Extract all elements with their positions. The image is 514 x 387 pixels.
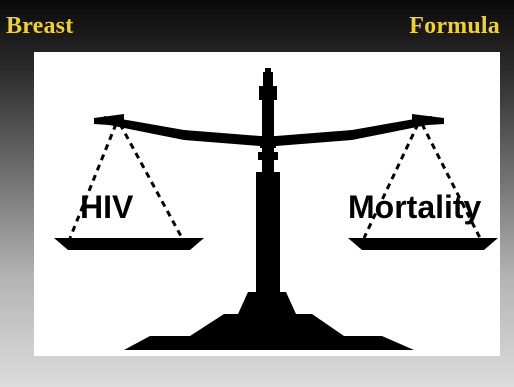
left-pan-label: HIV <box>80 189 134 225</box>
scale-icon <box>54 68 498 350</box>
title-breast: Breast <box>6 13 74 39</box>
title-formula: Formula <box>409 13 500 39</box>
right-pan-label: Mortality <box>348 189 482 225</box>
scale-illustration-panel: HIV Mortality <box>34 52 500 356</box>
